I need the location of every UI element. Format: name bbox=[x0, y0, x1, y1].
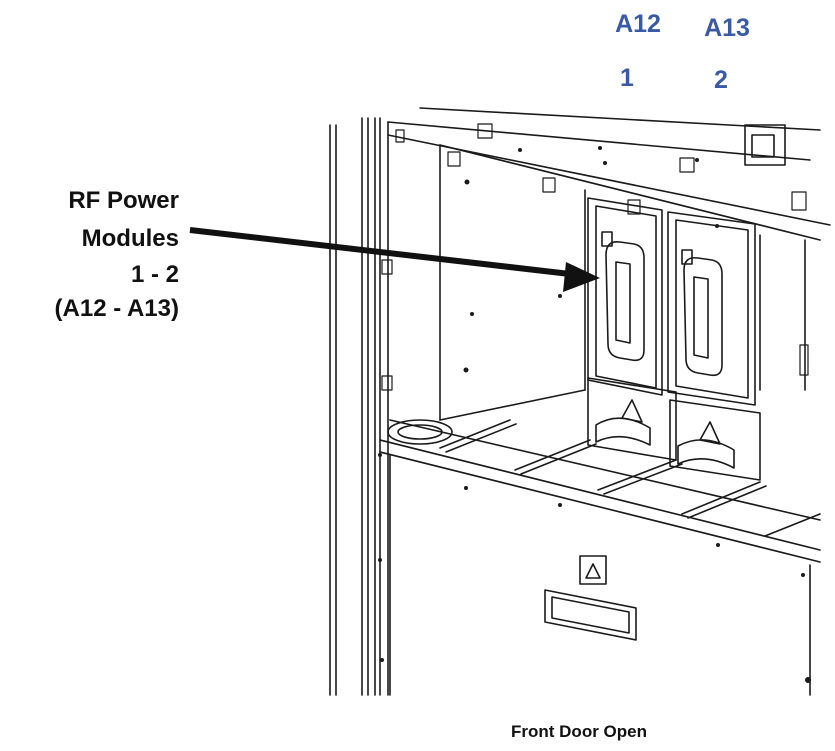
slot-a12-designator: A12 bbox=[615, 10, 661, 38]
caption: Front Door Open bbox=[511, 722, 647, 741]
callout-line-4: (A12 - A13) bbox=[54, 295, 179, 322]
callout-line-3: 1 - 2 bbox=[130, 261, 179, 288]
module-1 bbox=[587, 197, 677, 461]
callout-line-1: RF Power bbox=[68, 187, 179, 214]
slot-a13-designator: A13 bbox=[704, 14, 750, 42]
top-panel bbox=[387, 107, 831, 241]
door-frame bbox=[329, 117, 389, 696]
callout-arrow bbox=[189, 227, 600, 292]
fasteners bbox=[378, 146, 811, 683]
callout-line-2: Modules bbox=[81, 225, 179, 252]
back-wall bbox=[439, 144, 806, 421]
module-shelf bbox=[379, 419, 821, 563]
module-2 bbox=[667, 211, 761, 481]
slot-2-number: 2 bbox=[714, 66, 728, 94]
slot-1-number: 1 bbox=[620, 64, 634, 92]
lower-panel bbox=[389, 454, 811, 696]
mounting-details bbox=[381, 123, 809, 391]
